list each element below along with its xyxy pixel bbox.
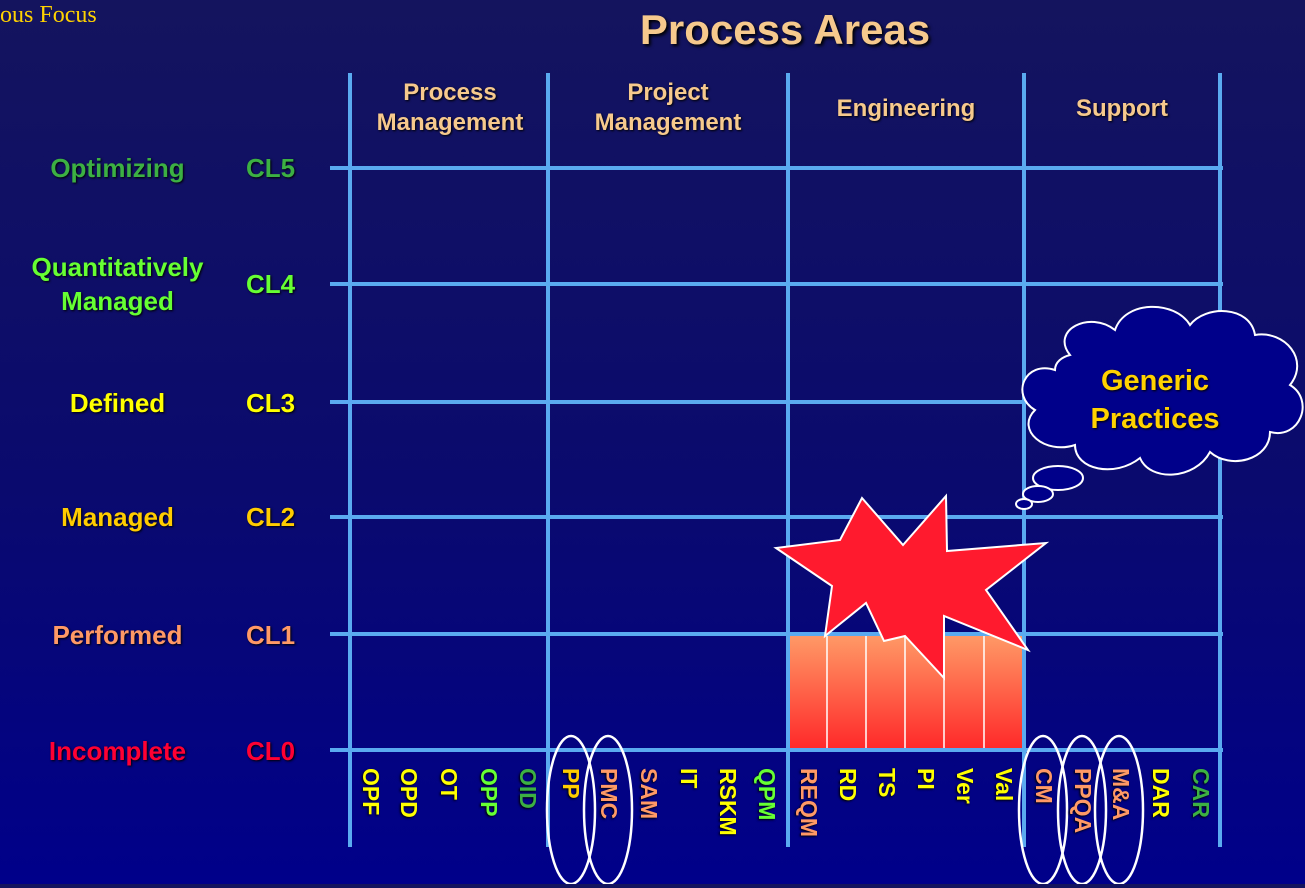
category-project-management: Project Management [550,78,786,138]
level-code-cl0: CL0 [246,736,296,766]
corner-fragment-text: ous Focus [0,2,97,28]
level-name-incomplete: Incomplete [48,736,187,766]
ellipse-ma [1093,734,1145,884]
engineering-performed-bars [788,636,1023,748]
highlight-ellipses [545,734,1145,884]
thought-cloud [1015,305,1304,510]
pa-val: Val [991,768,1017,802]
pa-cm: CM [1031,768,1057,804]
category-process-management: Process Management [352,78,548,138]
pa-ma: M&A [1108,768,1134,821]
ellipse-ppqa [1056,734,1108,884]
pa-rd: RD [835,768,861,802]
category-support: Support [1026,94,1218,124]
category-line: Support [1076,95,1168,122]
pa-pi: PI [913,768,939,790]
category-engineering: Engineering [790,94,1022,124]
level-lines [330,166,1223,752]
category-line: Project [627,79,709,106]
pa-car: CAR [1188,768,1214,818]
level-name-line: Managed [61,286,174,316]
level-code-cl2: CL2 [246,502,296,532]
category-lines [348,73,1222,847]
pa-ts: TS [874,768,900,798]
starburst-shape [773,493,1050,681]
pa-qpm: QPM [754,768,780,821]
pa-ot: OT [436,768,462,800]
pa-rskm: RSKM [715,768,741,836]
category-line: Engineering [836,95,976,122]
pa-opf: OPF [358,768,384,816]
cloud-line-2: Practices [1090,403,1220,435]
pa-oid: OID [515,768,541,809]
pa-pp: PP [558,768,584,799]
ellipse-pp [545,734,597,884]
pa-opp: OPP [476,768,502,817]
pa-sam: SAM [636,768,662,820]
pa-dar: DAR [1148,768,1174,818]
pa-ppqa: PPQA [1070,768,1096,834]
level-code-cl4: CL4 [246,269,296,299]
level-name-line: Quantitatively [31,252,204,282]
level-code-cl5: CL5 [246,153,296,183]
level-name-performed: Performed [52,620,183,650]
diagram-title: Process Areas [639,6,931,53]
cloud-line-1: Generic [1101,365,1209,397]
level-code-cl3: CL3 [246,388,296,418]
category-line: Management [594,109,742,136]
ellipse-cm [1017,734,1069,884]
generic-practices-label: Generic Practices [1055,362,1255,438]
level-name-optimizing: Optimizing [50,153,185,183]
level-name-managed: Managed [61,502,174,532]
pa-opd: OPD [396,768,422,818]
level-name-quantitatively-managed: Quantitatively Managed [0,250,235,318]
pa-reqm: REQM [796,768,822,837]
level-code-cl1: CL1 [246,620,296,650]
category-line: Process [403,79,497,106]
level-name-defined: Defined [69,388,166,418]
pa-pmc: PMC [596,768,622,820]
pa-it: IT [676,768,702,789]
pa-ver: Ver [952,768,978,804]
category-line: Management [376,109,524,136]
ellipse-pmc [582,734,634,884]
